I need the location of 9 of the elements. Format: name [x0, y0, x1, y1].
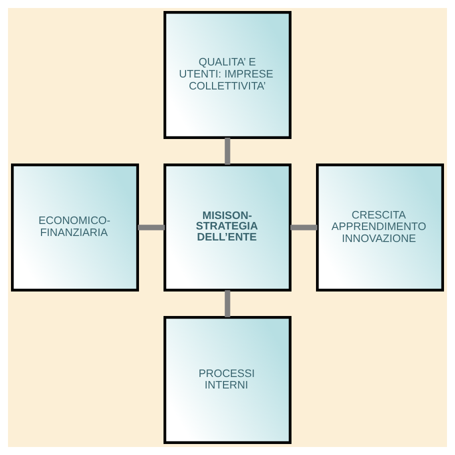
- node-box: ECONOMICO-FINANZIARIA: [11, 164, 139, 292]
- connector: [224, 290, 230, 318]
- connector: [138, 224, 165, 230]
- connector: [290, 224, 318, 230]
- connector: [224, 138, 230, 165]
- node-box: MISISON-STRATEGIA DELL’ENTE: [164, 164, 292, 292]
- node-box: QUALITA’ E UTENTI: IMPRESE COLLETTIVITA’: [164, 11, 292, 139]
- node-box: CRESCITA APPRENDIMENTO INNOVAZIONE: [316, 164, 444, 292]
- node-box: PROCESSI INTERNI: [164, 316, 292, 444]
